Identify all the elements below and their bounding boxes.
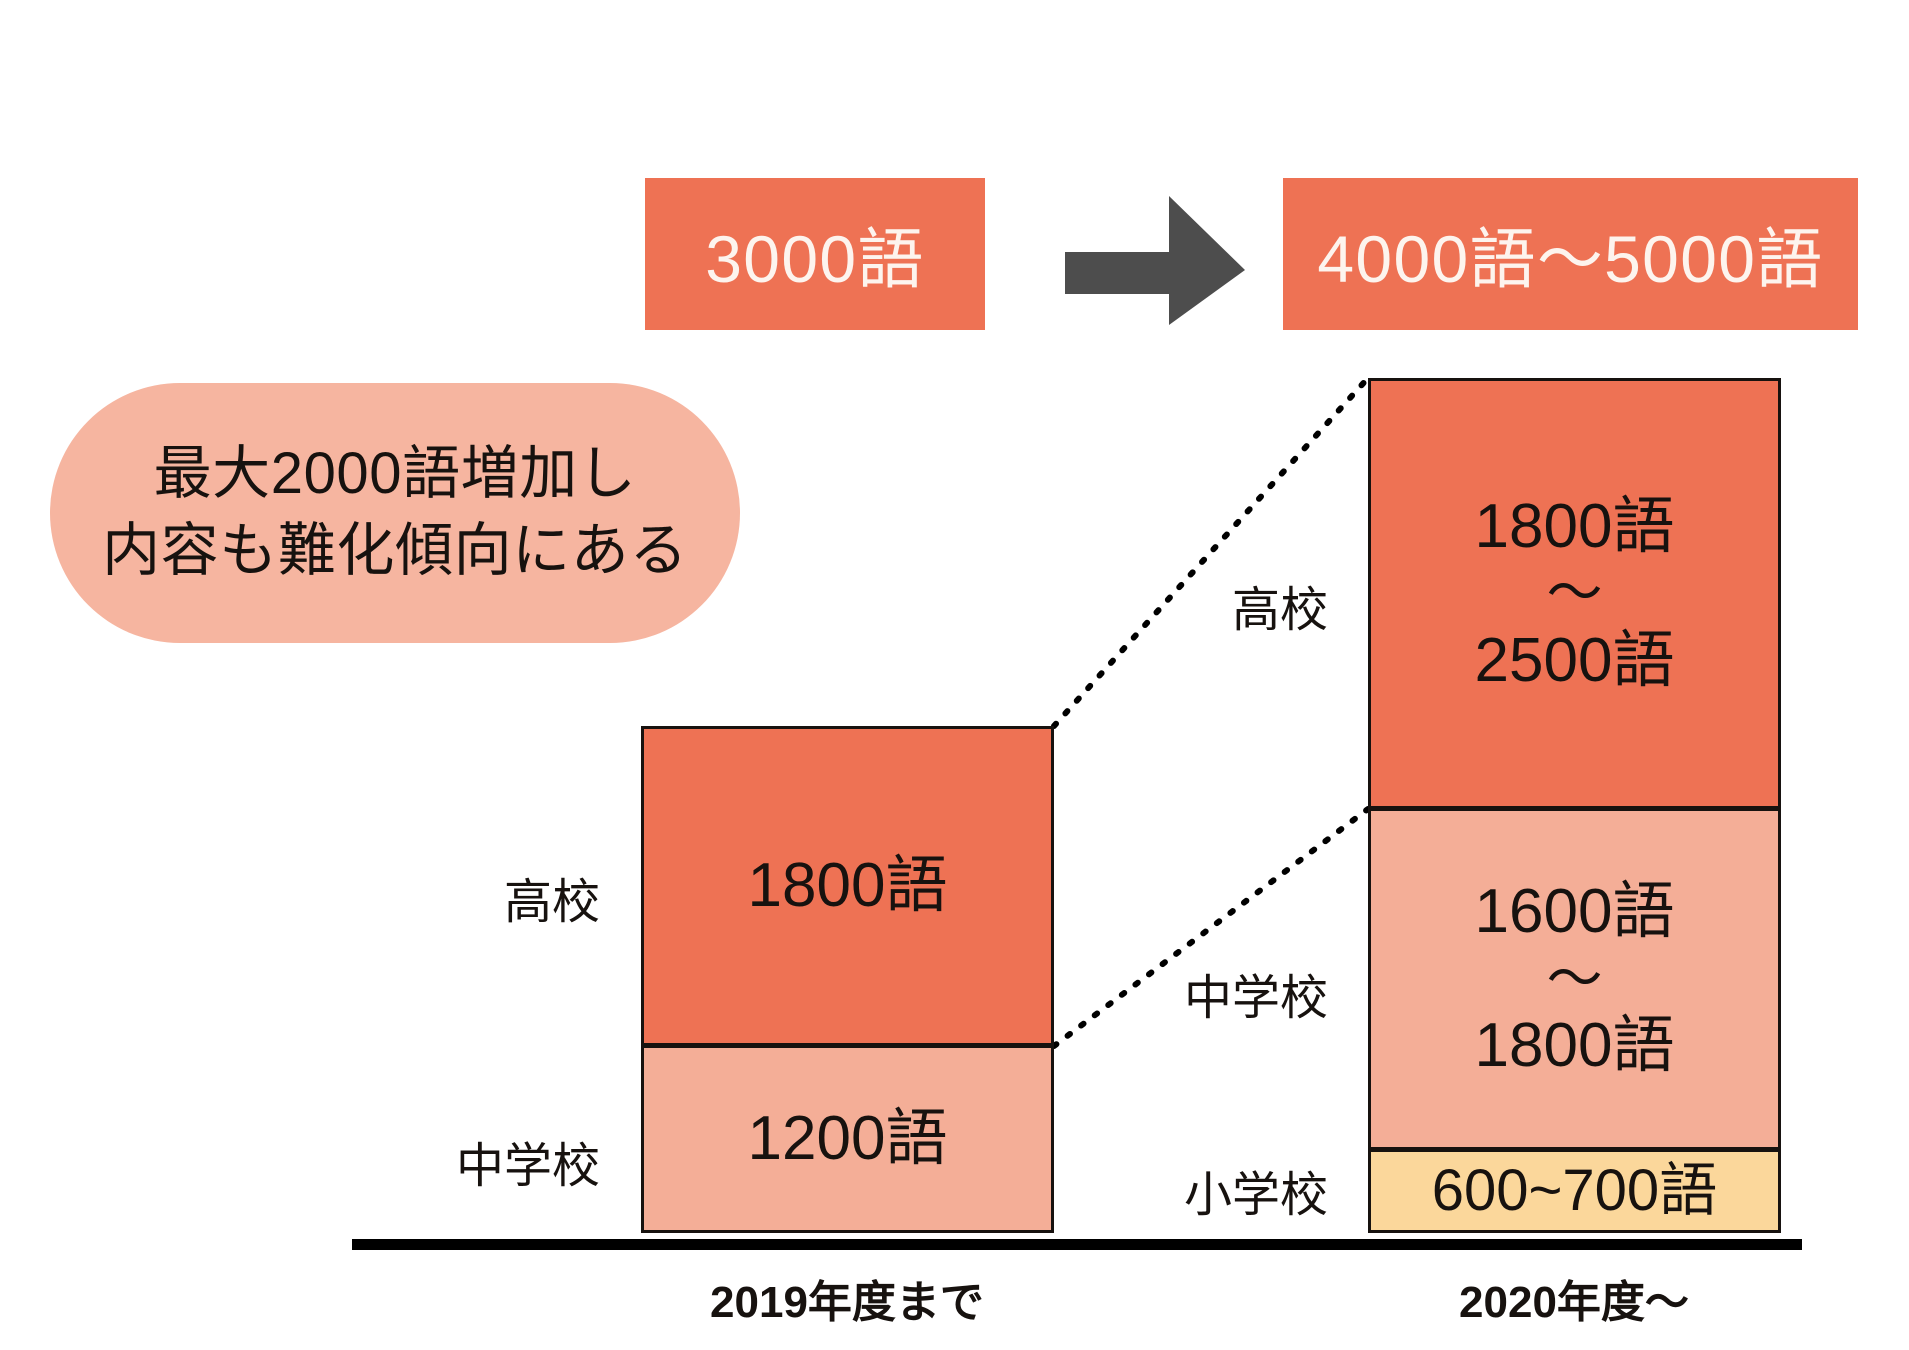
right-block-arrow-icon xyxy=(1065,190,1245,325)
row-label-junior-high-2019: 中学校 xyxy=(455,1140,600,1193)
callout-line-2: 内容も難化傾向にある xyxy=(102,518,688,583)
callout-line-1: 最大2000語増加し xyxy=(153,441,637,507)
summary-banner-after: 4000語〜5000語 xyxy=(1283,178,1858,330)
bar-segment-junior-high-2020: 1600語 〜 1800語 xyxy=(1368,806,1781,1150)
bar-segment-junior-high-2019: 1200語 xyxy=(641,1043,1054,1233)
bar-segment-value: 1800語 xyxy=(747,851,948,921)
row-label-elementary-2020: 小学校 xyxy=(1183,1169,1328,1222)
bar-column-2020: 1800語 〜 2500語 1600語 〜 1800語 600~700語 xyxy=(1368,378,1781,1233)
bar-segment-high-school-2020: 1800語 〜 2500語 xyxy=(1368,378,1781,809)
bar-segment-elementary-2020: 600~700語 xyxy=(1368,1147,1781,1233)
bar-segment-range-tilde: 〜 xyxy=(1546,561,1603,625)
callout-bubble: 最大2000語増加し 内容も難化傾向にある xyxy=(50,383,740,643)
bar-segment-value-high: 2500語 xyxy=(1474,625,1675,695)
bar-segment-range-tilde: 〜 xyxy=(1546,946,1603,1010)
bar-segment-value: 1200語 xyxy=(747,1104,948,1174)
axis-baseline xyxy=(352,1239,1802,1250)
summary-banner-before: 3000語 xyxy=(645,178,985,330)
bar-segment-value-low: 1800語 xyxy=(1474,491,1675,561)
row-label-high-school-2019: 高校 xyxy=(503,876,600,929)
row-label-junior-high-2020: 中学校 xyxy=(1183,972,1328,1025)
bar-column-2019: 1800語 1200語 xyxy=(641,726,1054,1233)
bar-segment-value-high: 1800語 xyxy=(1474,1011,1675,1081)
connector-top xyxy=(1051,375,1371,729)
bar-segment-value-low: 1600語 xyxy=(1474,877,1675,947)
axis-caption-2020: 2020年度〜 xyxy=(1459,1278,1689,1327)
axis-caption-2019: 2019年度まで xyxy=(710,1278,984,1327)
bar-segment-value: 600~700語 xyxy=(1431,1157,1718,1223)
bar-segment-high-school-2019: 1800語 xyxy=(641,726,1054,1046)
row-label-high-school-2020: 高校 xyxy=(1231,584,1328,637)
